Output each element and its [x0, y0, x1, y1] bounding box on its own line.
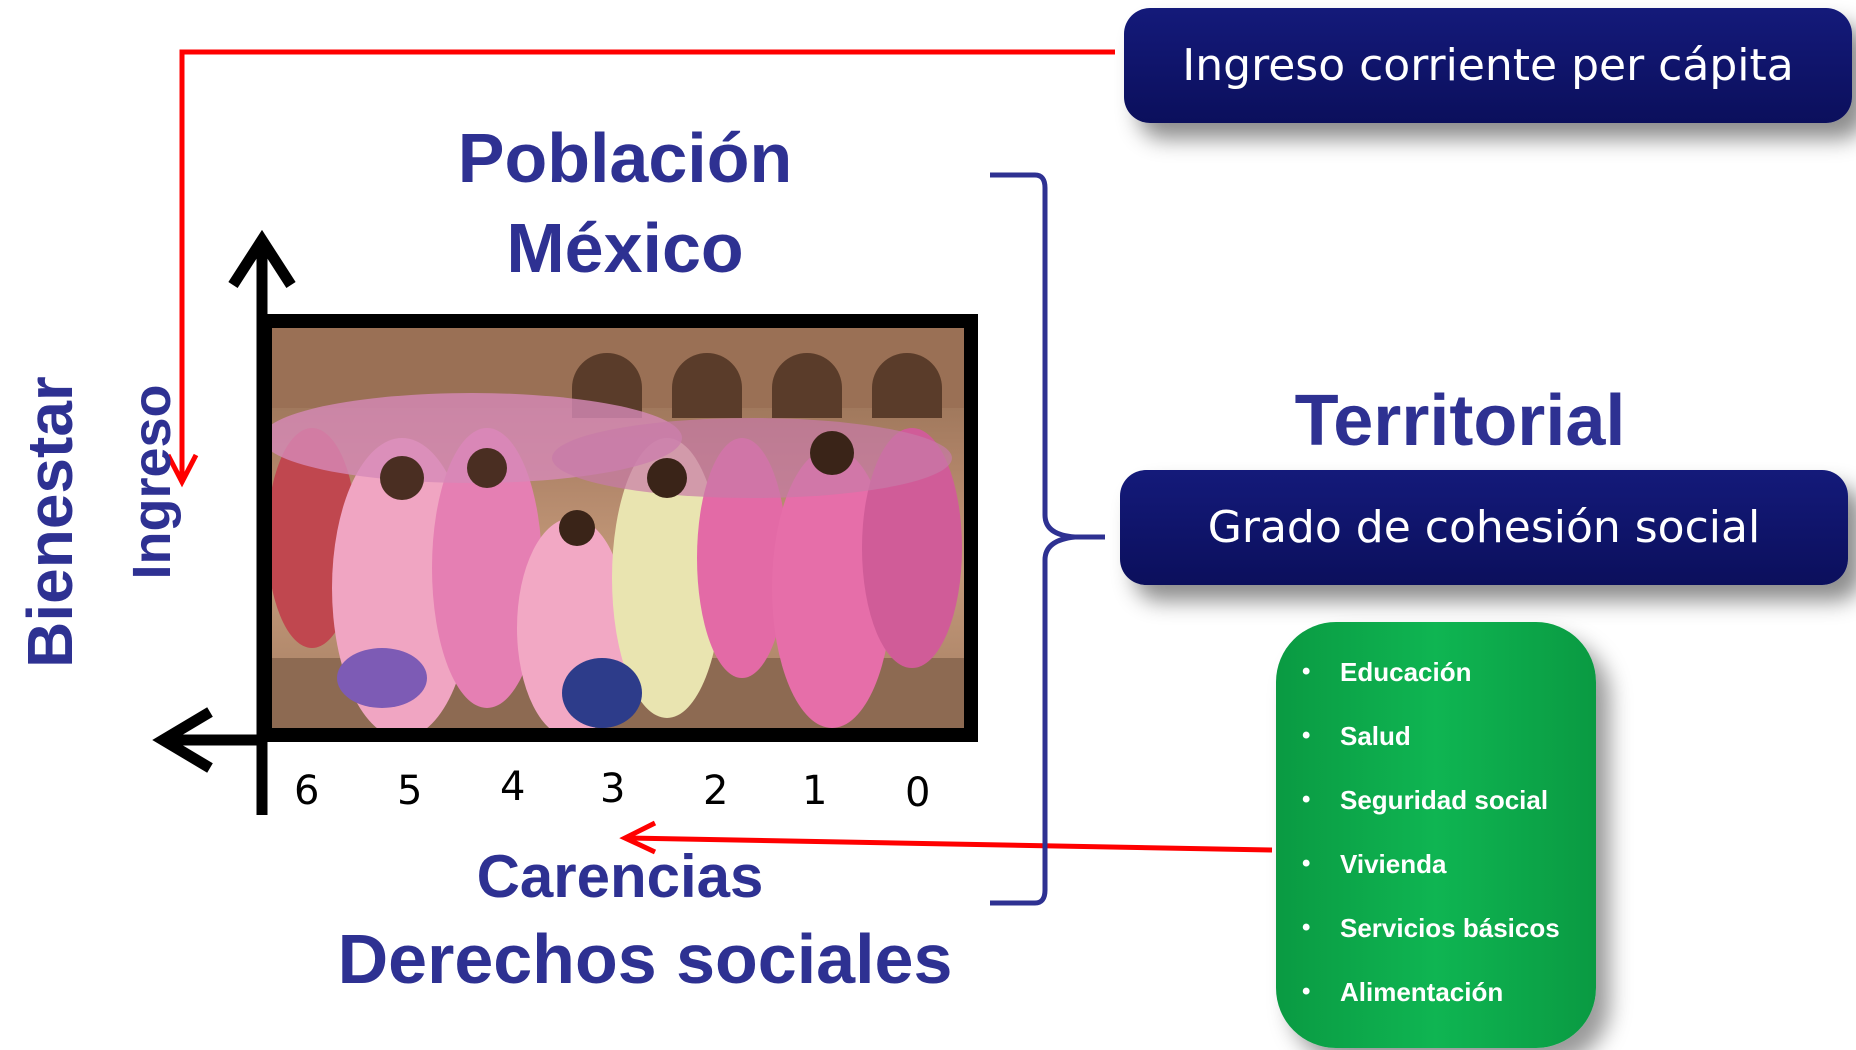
rights-item-vivienda: Vivienda	[1276, 832, 1596, 896]
tick-1: 1	[802, 768, 828, 814]
ingreso-label: Ingreso	[122, 384, 182, 580]
rights-item-alimentacion: Alimentación	[1276, 960, 1596, 1024]
income-box-label: Ingreso corriente per cápita	[1182, 40, 1794, 91]
bienestar-label: Bienestar	[14, 376, 86, 668]
tick-3: 3	[600, 766, 626, 812]
tick-5: 5	[397, 768, 423, 814]
income-box: Ingreso corriente per cápita	[1124, 8, 1852, 123]
tick-4: 4	[500, 764, 526, 810]
mexico-title: México	[506, 209, 744, 287]
horizontal-axis-arrowhead	[152, 707, 213, 773]
tick-0: 0	[905, 770, 931, 816]
cohesion-box: Grado de cohesión social	[1120, 470, 1848, 585]
tick-6: 6	[294, 768, 320, 814]
rights-connector-arrow	[629, 835, 1273, 853]
derechos-sociales-label: Derechos sociales	[337, 920, 953, 998]
cohesion-box-label: Grado de cohesión social	[1207, 502, 1761, 553]
crowd-photo	[272, 328, 964, 728]
income-connector-arrow	[179, 49, 1115, 478]
income-arrowhead	[165, 453, 199, 488]
rights-item-seguridad-social: Seguridad social	[1276, 768, 1596, 832]
territorial-label: Territorial	[1294, 381, 1626, 461]
vertical-axis-arrowhead	[228, 229, 296, 288]
rights-item-servicios-basicos: Servicios básicos	[1276, 896, 1596, 960]
carencias-label: Carencias	[476, 843, 764, 910]
rights-arrowhead	[619, 820, 657, 855]
tick-2: 2	[703, 768, 729, 814]
grouping-brace	[990, 172, 1105, 906]
social-rights-box: Educación Salud Seguridad social Viviend…	[1276, 622, 1596, 1048]
poblacion-title: Población	[457, 119, 793, 197]
rights-item-educacion: Educación	[1276, 640, 1596, 704]
rights-item-salud: Salud	[1276, 704, 1596, 768]
